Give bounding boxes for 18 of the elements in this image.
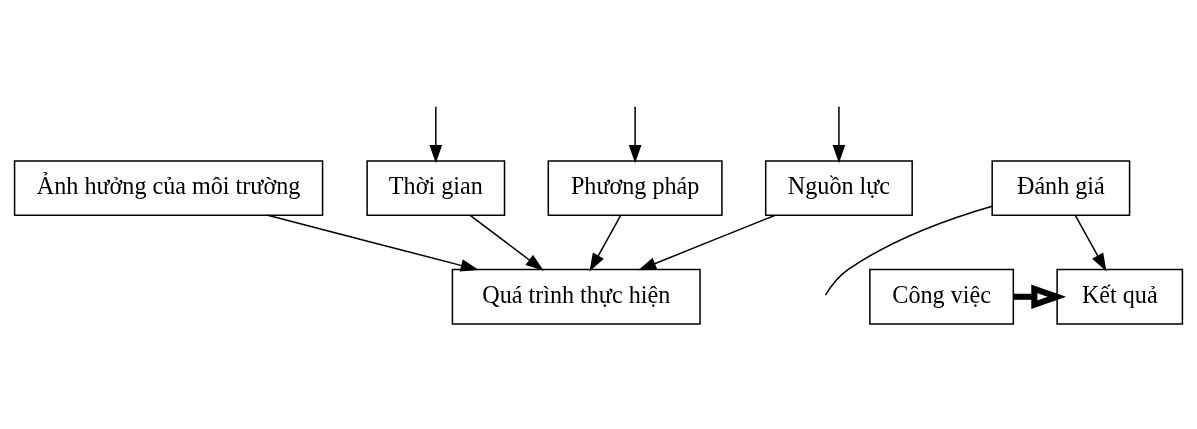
node-box: Thời gian xyxy=(366,160,506,216)
connector xyxy=(824,205,993,296)
arrow xyxy=(589,214,622,272)
node-box: Quá trình thực hiện xyxy=(451,268,701,325)
arrow xyxy=(832,106,846,164)
node-box: Ảnh hưởng của môi trường xyxy=(13,160,324,216)
arrow xyxy=(638,214,776,271)
arrow xyxy=(1014,284,1067,309)
arrow xyxy=(628,106,642,164)
node-box: Kết quả xyxy=(1056,268,1184,325)
arrow xyxy=(429,106,443,164)
arrow xyxy=(1074,214,1107,272)
node-box: Phương pháp xyxy=(547,160,723,216)
node-box: Công việc xyxy=(869,268,1015,325)
node-box: Nguồn lực xyxy=(764,160,913,216)
arrow xyxy=(267,214,479,272)
arrow xyxy=(469,214,544,271)
node-box: Đánh giá xyxy=(991,160,1131,216)
